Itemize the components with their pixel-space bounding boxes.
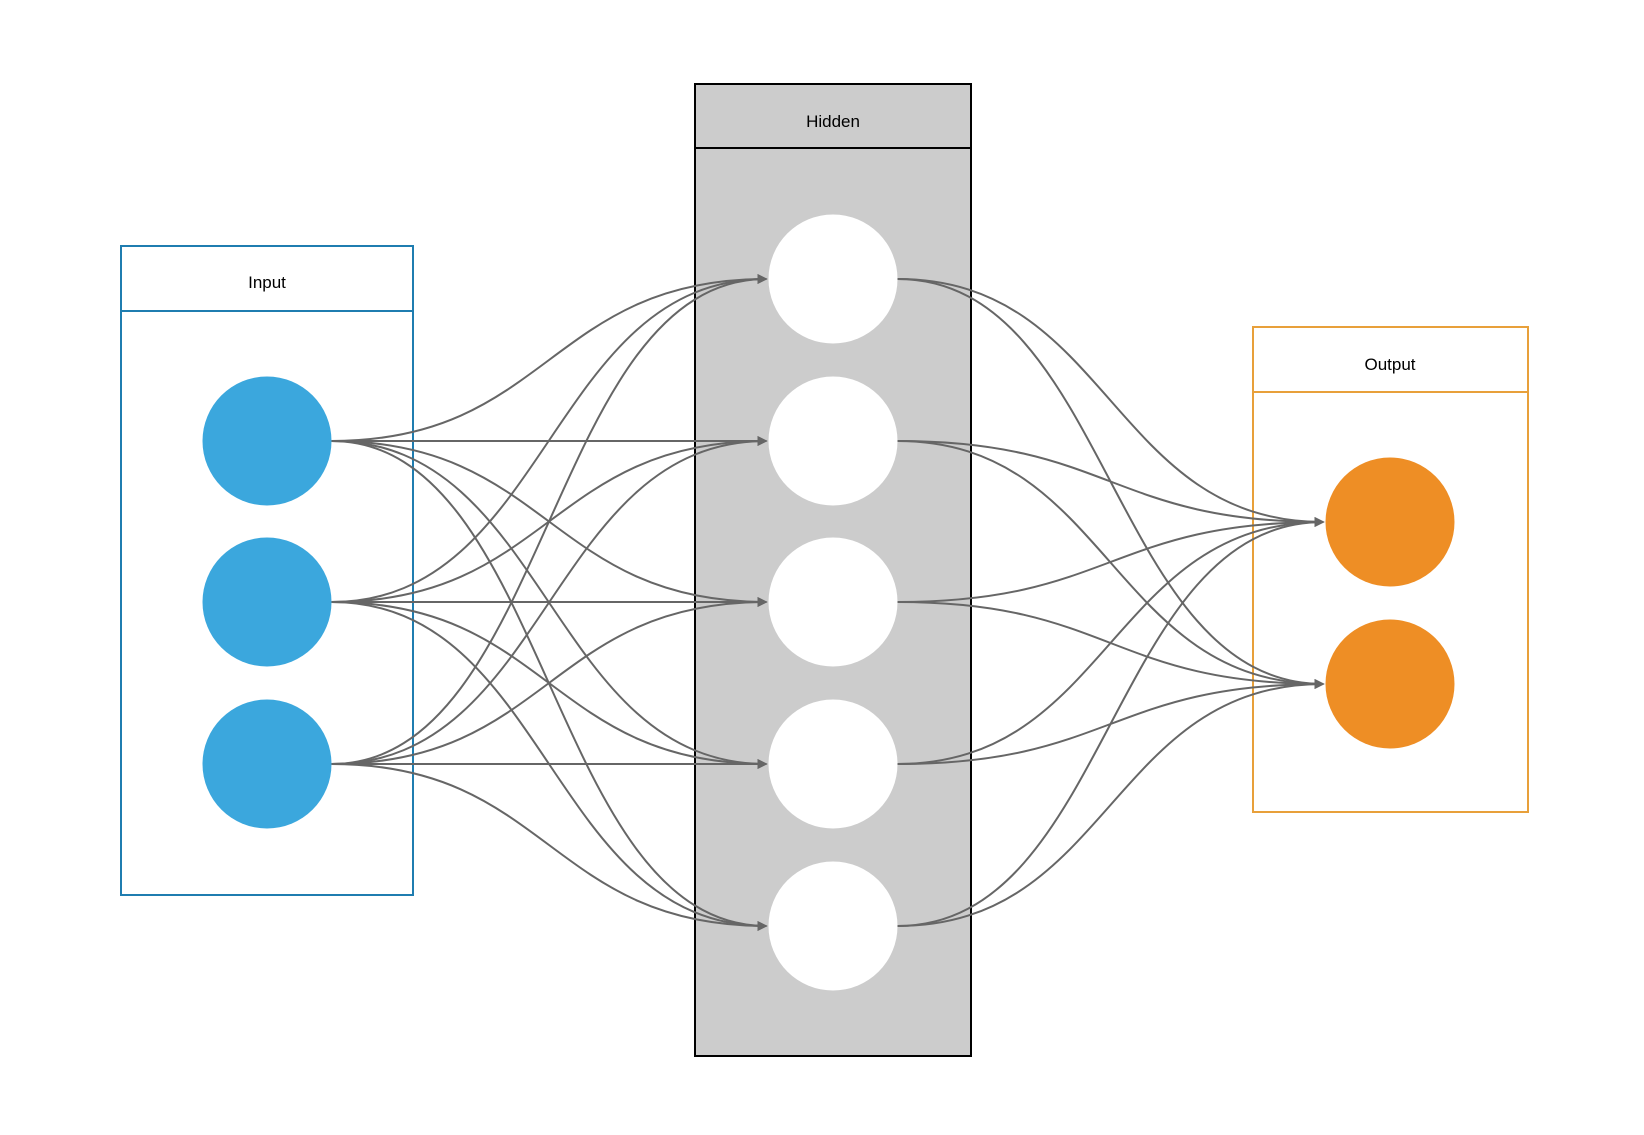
edge-hidden-3-to-output-1 — [897, 517, 1325, 603]
edge-input-3-to-hidden-1 — [331, 274, 768, 765]
hidden-layer-title: Hidden — [806, 112, 860, 131]
hidden-node-4[interactable] — [768, 699, 898, 829]
input-node-3[interactable] — [202, 699, 332, 829]
hidden-node-1[interactable] — [768, 214, 898, 344]
output-node-2[interactable] — [1325, 619, 1455, 749]
hidden-node-3[interactable] — [768, 537, 898, 667]
input-node-1[interactable] — [202, 376, 332, 506]
connections — [331, 274, 1325, 931]
hidden-node-5[interactable] — [768, 861, 898, 991]
input-layer-title: Input — [248, 273, 286, 292]
edge-hidden-5-to-output-2 — [897, 679, 1325, 927]
edge-hidden-2-to-output-1 — [897, 440, 1325, 527]
edge-input-3-to-hidden-2 — [331, 436, 768, 765]
edge-hidden-4-to-output-1 — [897, 517, 1325, 765]
edge-hidden-1-to-output-1 — [897, 278, 1325, 527]
output-layer-title: Output — [1364, 355, 1415, 374]
edge-input-1-to-hidden-1 — [331, 274, 768, 442]
neurons — [202, 214, 1455, 991]
edge-hidden-5-to-output-1 — [897, 517, 1325, 927]
edge-input-3-to-hidden-5 — [331, 763, 768, 931]
input-node-2[interactable] — [202, 537, 332, 667]
edge-input-2-to-hidden-1 — [331, 274, 768, 603]
hidden-node-2[interactable] — [768, 376, 898, 506]
output-node-1[interactable] — [1325, 457, 1455, 587]
edge-input-3-to-hidden-3 — [331, 597, 768, 765]
